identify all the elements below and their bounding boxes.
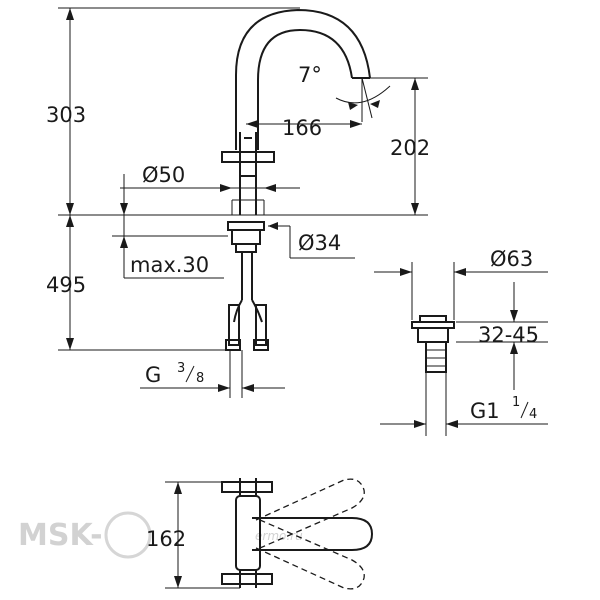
dimension-spout-height: 202 — [370, 77, 430, 215]
dimension-waste-thread: G1 1 4 — [380, 395, 548, 428]
dim-top-view-width-label: 162 — [146, 527, 186, 551]
dimension-connection-thread: G 3 8 — [140, 350, 285, 398]
dim-waste-thread-den: 4 — [529, 407, 537, 422]
watermark-at-icon — [104, 511, 152, 559]
dimension-flange-diameter: Ø34 — [268, 222, 355, 259]
dim-connection-thread-den: 8 — [196, 371, 204, 386]
dim-waste-thread-main: G1 — [470, 399, 500, 423]
dim-spout-reach-label: 166 — [282, 116, 322, 140]
dim-waste-range-label: 32-45 — [478, 323, 539, 347]
dimension-spout-reach: 166 — [246, 116, 362, 140]
faucet-body — [221, 132, 275, 215]
dimension-waste-diameter: Ø63 — [374, 247, 548, 320]
spout — [235, 8, 371, 150]
top-view — [221, 478, 374, 590]
dimension-total-height: 303 — [46, 7, 300, 215]
dimension-spout-angle: 7° — [298, 63, 391, 122]
dim-flange-diameter-label: Ø34 — [298, 231, 341, 255]
dimension-base-diameter: Ø50 — [120, 163, 300, 215]
watermark-brand: MSK- — [18, 518, 103, 553]
dim-base-diameter-label: Ø50 — [142, 163, 185, 187]
dim-connection-thread-num: 3 — [177, 361, 185, 376]
dimension-waste-range: 32-45 — [456, 282, 548, 390]
dim-max-thickness-label: max.30 — [130, 253, 209, 277]
dim-waste-diameter-label: Ø63 — [490, 247, 533, 271]
dim-waste-thread-num: 1 — [512, 395, 520, 410]
dimension-below-deck: 495 — [46, 215, 238, 351]
watermark-small: ermo.ru — [255, 529, 303, 543]
dim-spout-angle-label: 7° — [298, 63, 322, 87]
pop-up-waste — [411, 315, 455, 436]
dimension-top-view-width: 162 — [146, 481, 240, 589]
dim-below-deck-label: 495 — [46, 273, 86, 297]
below-deck-assembly — [225, 221, 269, 351]
dim-spout-height-label: 202 — [390, 136, 430, 160]
dim-connection-thread-main: G — [145, 363, 161, 387]
dim-total-height-label: 303 — [46, 103, 86, 127]
dimension-max-thickness: max.30 — [112, 215, 228, 279]
watermark: MSK- ermo.ru — [18, 511, 303, 559]
